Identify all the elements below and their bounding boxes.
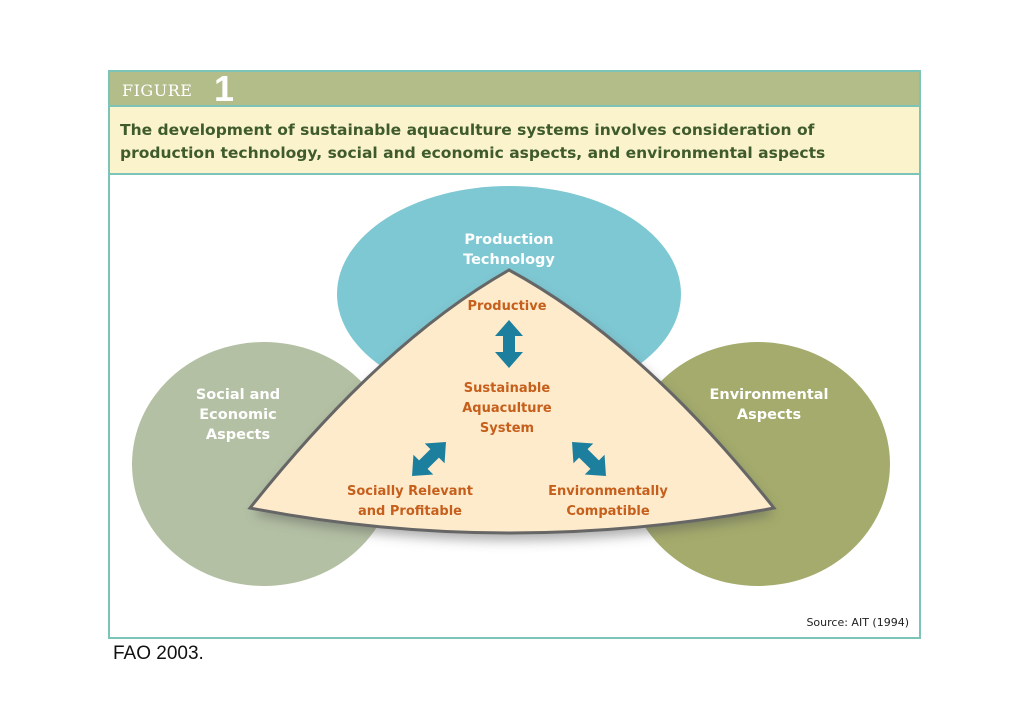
figure-frame: Production Technology Social and Economi… <box>108 68 921 639</box>
env-compatible-label-2: Compatible <box>566 504 650 519</box>
production-label-2: Technology <box>463 252 555 268</box>
social-label-2: Economic <box>199 407 276 423</box>
env-compatible-label-1: Environmentally <box>548 484 668 499</box>
environmental-label-2: Aspects <box>737 407 801 423</box>
figure-number: 1 <box>214 68 235 109</box>
production-label-1: Production <box>464 232 553 248</box>
center-label-2: Aquaculture <box>462 401 552 416</box>
environmental-label-1: Environmental <box>709 387 828 403</box>
diagonal-double-arrow-right-icon <box>572 442 606 476</box>
productive-label: Productive <box>467 299 546 314</box>
figure-caption: The development of sustainable aquacultu… <box>110 107 919 175</box>
social-relevant-label-1: Socially Relevant <box>347 484 473 499</box>
caption-line-2: production technology, social and econom… <box>120 144 826 162</box>
social-label-1: Social and <box>196 387 280 403</box>
source-note: Source: AIT (1994) <box>806 616 909 629</box>
venn-diagram: Production Technology Social and Economi… <box>132 186 890 586</box>
caption-line-1: The development of sustainable aquacultu… <box>120 121 815 139</box>
vertical-double-arrow-icon <box>495 320 523 368</box>
citation: FAO 2003. <box>113 643 204 664</box>
diagonal-double-arrow-left-icon <box>412 442 446 476</box>
center-label-3: System <box>480 421 534 436</box>
figure-header: FIGURE 1 <box>110 68 919 109</box>
sustainability-triangle <box>247 268 777 535</box>
center-label-1: Sustainable <box>464 381 551 396</box>
social-relevant-label-2: and Profitable <box>358 504 462 519</box>
figure-label: FIGURE <box>122 81 193 100</box>
social-label-3: Aspects <box>206 427 270 443</box>
